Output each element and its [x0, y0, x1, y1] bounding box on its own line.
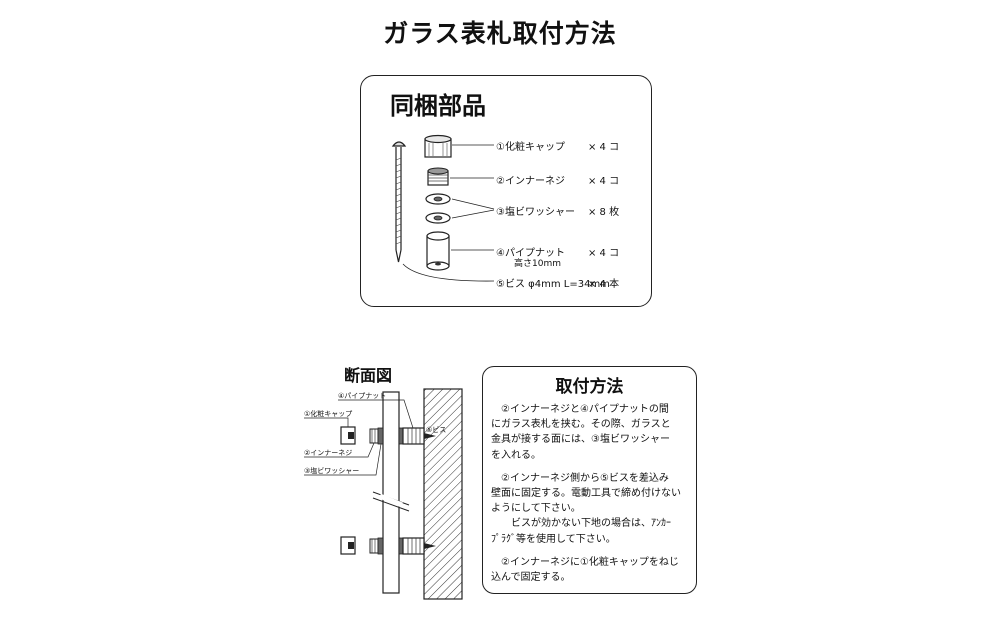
- part-label-screw: ⑤ビス φ4mm L=34mm: [496, 279, 610, 290]
- parts-heading: 同梱部品: [390, 92, 486, 120]
- parts-box: [360, 75, 652, 307]
- method-line: ﾌﾟﾗｸﾞ等を使用して下さい。: [491, 533, 616, 545]
- method-line: 壁面に固定する。電動工具で締め付けない: [491, 488, 681, 500]
- method-line: ②インナーネジに①化粧キャップをねじ: [501, 556, 679, 568]
- method-line: ようにして下さい。: [491, 503, 581, 515]
- part-label-pipe-nut: ④パイプナット: [496, 248, 565, 259]
- part-qty-pipe-nut: × 4 コ: [588, 248, 620, 259]
- page-title: ガラス表札取付方法: [383, 19, 617, 48]
- washer-icon: [425, 193, 451, 224]
- method-text: ②インナーネジと④パイプナットの間 にガラス表札を挟む。その際、ガラスと 金具が…: [491, 402, 691, 585]
- cap-icon: [424, 134, 452, 158]
- part-sub-pipe-nut: 高さ10mm: [514, 259, 561, 269]
- method-line: 込んで固定する。: [491, 572, 571, 584]
- method-line: にガラス表札を挟む。その際、ガラスと: [491, 419, 671, 431]
- label-washer: ③塩ビワッシャー: [304, 467, 360, 475]
- section-diagram: [304, 388, 463, 600]
- part-label-washer: ③塩ビワッシャー: [496, 207, 575, 218]
- inner-screw-icon: [427, 167, 449, 186]
- method-line: ビスが効かない下地の場合は、ｱﾝｶｰ: [511, 518, 671, 530]
- part-qty-washer: × 8 枚: [588, 207, 620, 218]
- part-qty-inner-screw: × 4 コ: [588, 176, 620, 187]
- label-screw: ⑤ビス: [426, 426, 447, 434]
- method-box: [482, 366, 697, 594]
- section-heading: 断面図: [344, 366, 393, 385]
- method-heading: 取付方法: [555, 377, 624, 397]
- label-inner-screw: ②インナーネジ: [304, 449, 353, 457]
- label-pipe-nut: ④パイプナット: [338, 392, 387, 400]
- method-line: 金具が接する面には、③塩ビワッシャー: [491, 434, 670, 446]
- label-cap: ①化粧キャップ: [304, 410, 353, 418]
- screw-icon: [391, 141, 407, 263]
- pipe-nut-icon: [426, 231, 450, 271]
- part-label-cap: ①化粧キャップ: [496, 142, 565, 153]
- part-qty-screw: × 4 本: [588, 279, 620, 290]
- part-label-inner-screw: ②インナーネジ: [496, 176, 565, 187]
- part-qty-cap: × 4 コ: [588, 142, 620, 153]
- method-line: を入れる。: [491, 449, 541, 461]
- method-line: ②インナーネジ側から⑤ビスを差込み: [501, 472, 669, 484]
- method-line: ②インナーネジと④パイプナットの間: [501, 404, 669, 415]
